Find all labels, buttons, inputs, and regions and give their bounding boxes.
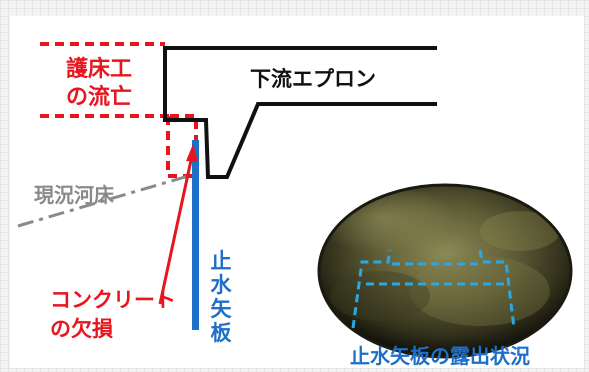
sheet-pile-label: 止 水 矢 板 (211, 249, 233, 345)
concrete-leader (158, 144, 198, 305)
concrete-label-line1: コンクリート (50, 288, 176, 312)
diagram-panel: 護床工 の流亡 下流エプロン 現況河床 コンクリート の欠損 止 水 矢 板 止… (10, 16, 584, 368)
sheet-pile-label-char: 矢 (211, 297, 233, 321)
concrete-label-line2: の欠損 (50, 317, 114, 341)
sheet-pile (192, 140, 199, 330)
erosion-label-line1: 護床工 (66, 56, 132, 82)
erosion-outline (40, 42, 198, 178)
sheet-pile-label-char: 止 (211, 249, 232, 273)
riverbed-label: 現況河床 (34, 183, 115, 207)
sheet-pile-label-char: 水 (211, 273, 233, 297)
riverbed-line (17, 172, 196, 228)
cross-section-diagram: 護床工 の流亡 下流エプロン 現況河床 コンクリート の欠損 止 水 矢 板 止… (17, 42, 573, 368)
apron-label: 下流エプロン (250, 67, 376, 91)
sheet-pile-label-char: 板 (211, 321, 233, 345)
exposed-pile-outline (351, 249, 516, 329)
apron-structure (163, 46, 437, 179)
photo-caption: 止水矢板の露出状況 (350, 344, 530, 368)
erosion-label-line2: の流亡 (66, 84, 132, 110)
exposure-photo (317, 183, 573, 359)
